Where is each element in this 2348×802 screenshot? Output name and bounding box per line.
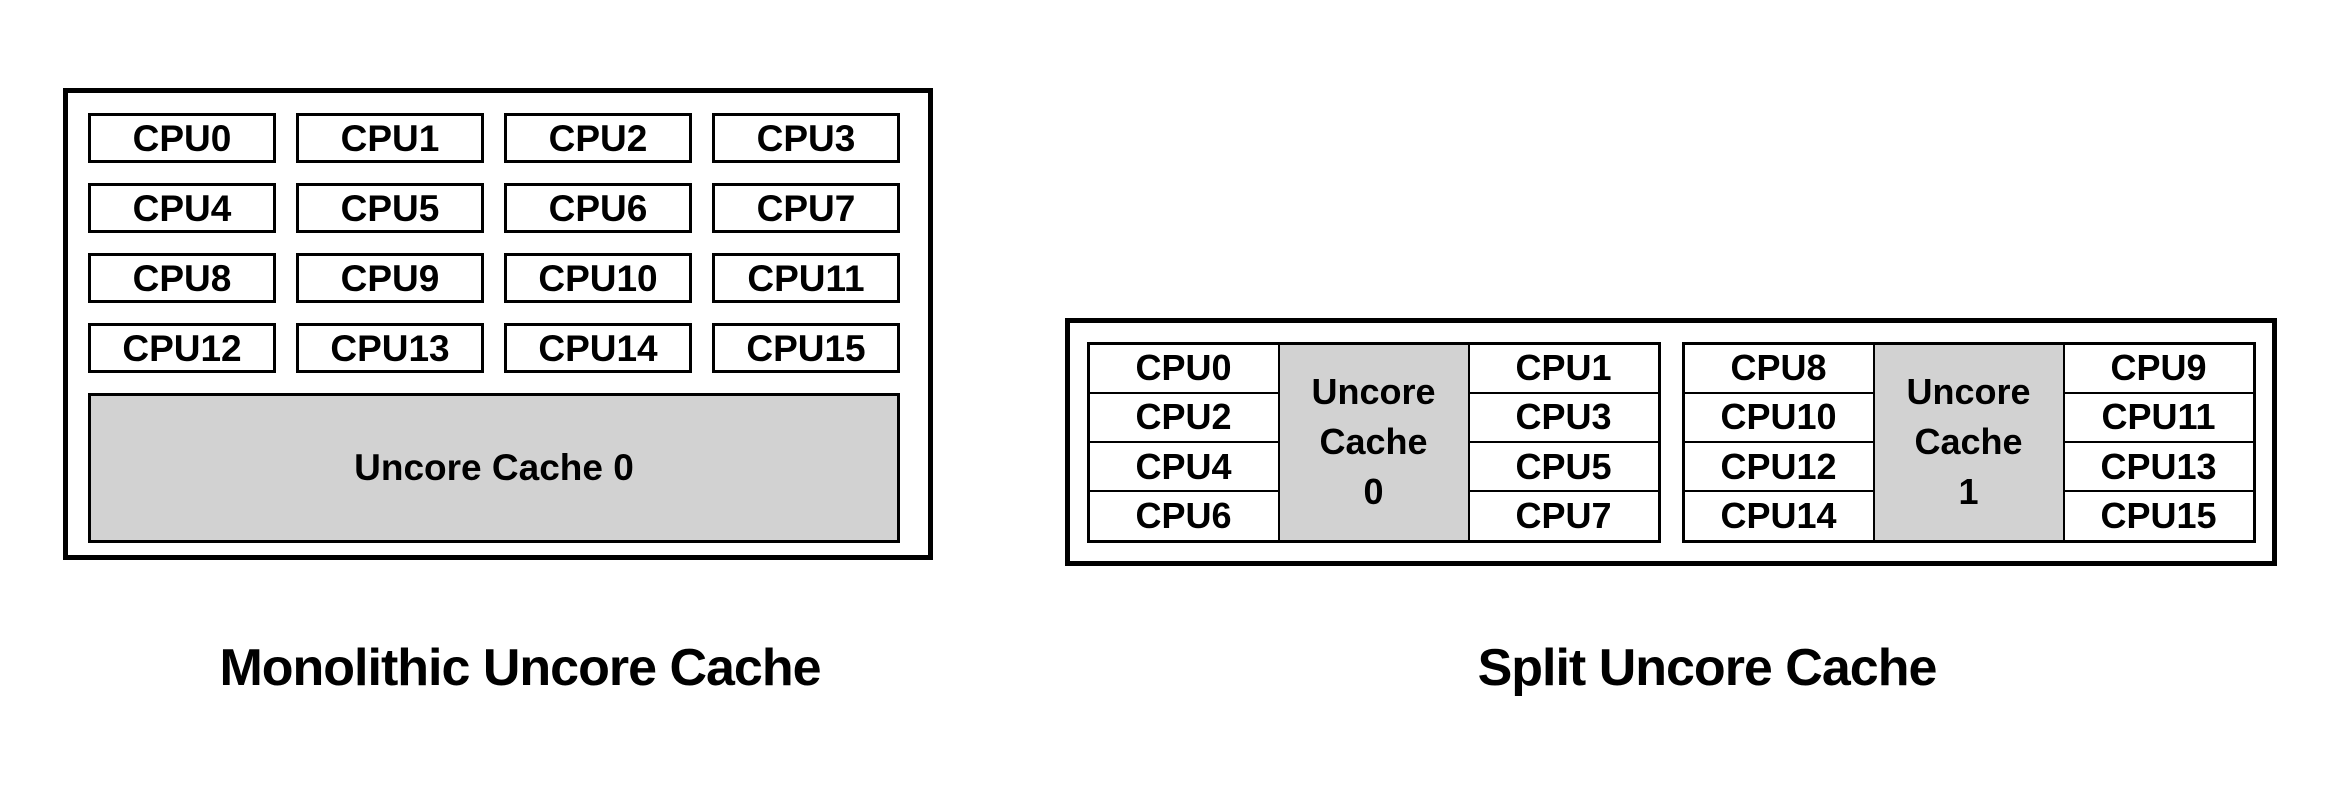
cache-line: Uncore xyxy=(1906,371,2031,412)
cpu-cell-13: CPU13 xyxy=(2064,443,2253,491)
split-caption: Split Uncore Cache xyxy=(1477,639,1938,697)
cache-line: Cache xyxy=(1914,421,2023,462)
cpu-cell-10: CPU10 xyxy=(1684,393,1873,441)
cpu-cell-0: CPU0 xyxy=(1089,344,1278,392)
cpu-box-11: CPU11 xyxy=(712,253,900,303)
cpu-cell-4: CPU4 xyxy=(1089,443,1278,491)
cpu-box-8: CPU8 xyxy=(88,253,276,303)
cpu-box-9: CPU9 xyxy=(296,253,484,303)
cpu-box-13: CPU13 xyxy=(296,323,484,373)
cpu-box-15: CPU15 xyxy=(712,323,900,373)
split-diagram: CPU0 CPU2 CPU4 CPU6 Uncore Cache 0 CPU1 … xyxy=(1065,318,2277,566)
cpu-cell-2: CPU2 xyxy=(1089,393,1278,441)
cpu-cell-3: CPU3 xyxy=(1469,393,1658,441)
cpu-box-3: CPU3 xyxy=(712,113,900,163)
cache-line: Uncore xyxy=(1311,371,1436,412)
monolithic-caption: Monolithic Uncore Cache xyxy=(219,639,821,697)
cpu-cell-9: CPU9 xyxy=(2064,344,2253,392)
cache-line: 0 xyxy=(1363,471,1384,512)
cpu-box-12: CPU12 xyxy=(88,323,276,373)
cpu-cell-11: CPU11 xyxy=(2064,393,2253,441)
cpu-box-4: CPU4 xyxy=(88,183,276,233)
uncore-cache-1-cell: Uncore Cache 1 xyxy=(1874,344,2063,540)
split-cluster-1: CPU8 CPU10 CPU12 CPU14 Uncore Cache 1 CP… xyxy=(1681,341,2256,543)
cpu-box-0: CPU0 xyxy=(88,113,276,163)
cpu-cell-14: CPU14 xyxy=(1684,492,1873,540)
uncore-cache-0-box: Uncore Cache 0 xyxy=(88,393,900,543)
cpu-box-5: CPU5 xyxy=(296,183,484,233)
monolithic-diagram: CPU0 CPU1 CPU2 CPU3 CPU4 CPU5 CPU6 CPU7 … xyxy=(63,88,933,560)
cpu-cell-15: CPU15 xyxy=(2064,492,2253,540)
cache-line: Cache xyxy=(1319,421,1428,462)
cpu-box-7: CPU7 xyxy=(712,183,900,233)
cpu-cell-1: CPU1 xyxy=(1469,344,1658,392)
uncore-cache-0-cell: Uncore Cache 0 xyxy=(1279,344,1468,540)
cpu-box-14: CPU14 xyxy=(504,323,692,373)
cpu-cell-7: CPU7 xyxy=(1469,492,1658,540)
cpu-cell-6: CPU6 xyxy=(1089,492,1278,540)
cache-line: 1 xyxy=(1958,471,1979,512)
monolithic-cpu-grid: CPU0 CPU1 CPU2 CPU3 CPU4 CPU5 CPU6 CPU7 … xyxy=(88,113,900,373)
cpu-cell-5: CPU5 xyxy=(1469,443,1658,491)
cpu-cell-8: CPU8 xyxy=(1684,344,1873,392)
cpu-box-1: CPU1 xyxy=(296,113,484,163)
cpu-box-2: CPU2 xyxy=(504,113,692,163)
cpu-box-10: CPU10 xyxy=(504,253,692,303)
split-cluster-0: CPU0 CPU2 CPU4 CPU6 Uncore Cache 0 CPU1 … xyxy=(1086,341,1661,543)
cpu-cell-12: CPU12 xyxy=(1684,443,1873,491)
cpu-box-6: CPU6 xyxy=(504,183,692,233)
